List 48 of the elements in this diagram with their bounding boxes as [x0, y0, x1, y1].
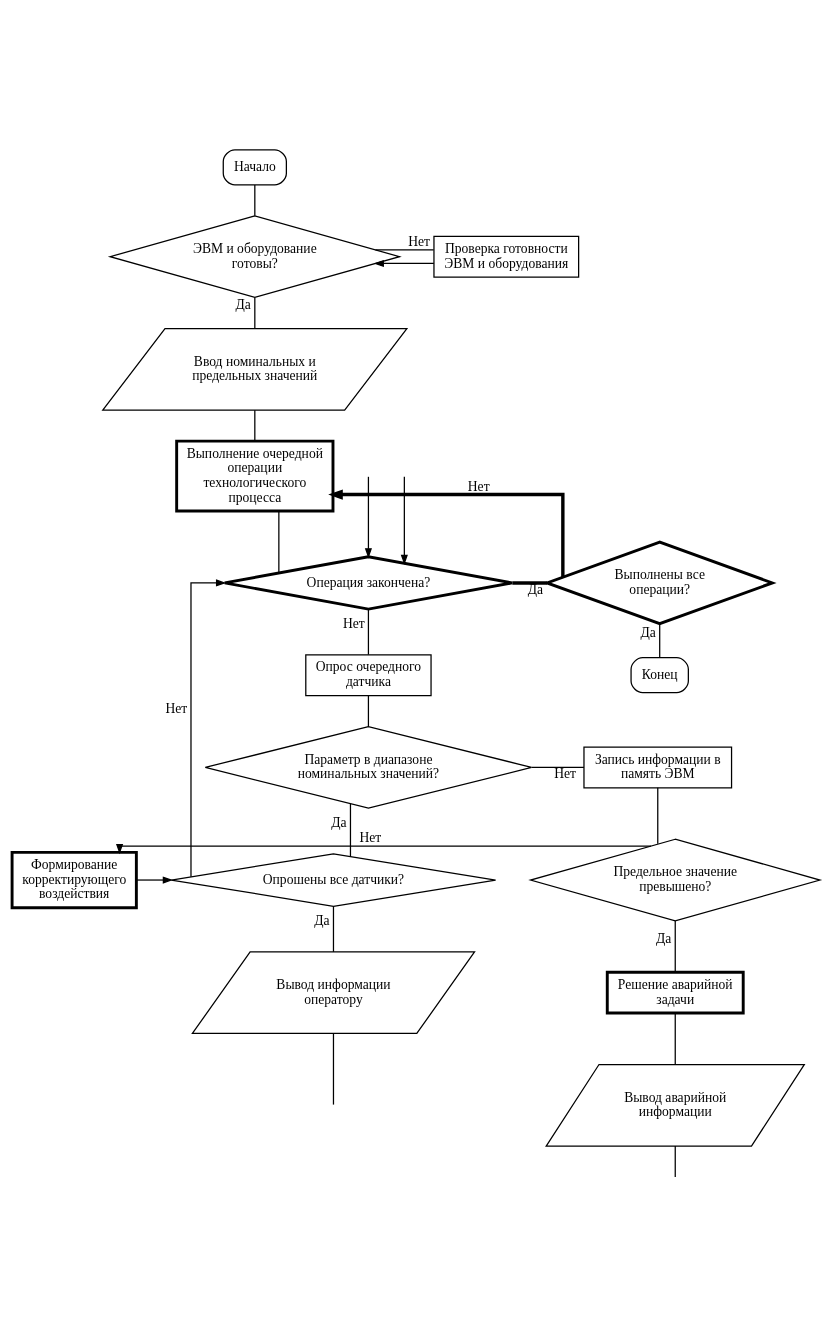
connector [512, 580, 547, 585]
node-box: Запись информации в память ЭВМ [583, 745, 733, 788]
edge-label: Нет [554, 765, 576, 781]
node-diamond: ЭВМ и оборудование готовы? [107, 214, 402, 298]
node-box: Опрос очередного датчика [305, 653, 432, 696]
edge-label: Нет [165, 700, 188, 716]
connector [332, 905, 335, 952]
connector [674, 1011, 676, 1065]
arrow [373, 259, 435, 267]
connector [254, 409, 256, 442]
edge-label: Да [527, 581, 544, 597]
node-diamond: Предельное значение превышено? [528, 838, 823, 921]
arrow [400, 475, 408, 565]
edge-label: Да [655, 930, 672, 946]
connector [674, 919, 676, 973]
edge-label: Нет [408, 233, 430, 249]
connector [374, 248, 435, 250]
connector [254, 183, 256, 216]
edge-label: Да [331, 814, 347, 829]
node-box: Конец [630, 656, 689, 693]
edge-label: Да [314, 912, 330, 928]
node-diamond: Параметр в диапазоне номинальных значений? [204, 725, 533, 809]
arrow [364, 475, 373, 558]
edge-label: Да [235, 296, 251, 312]
node-box: Выполнение очередной операции технологического процесса [175, 439, 335, 513]
connector [254, 296, 256, 329]
edge-label: Нет [359, 829, 382, 845]
connector [349, 802, 352, 857]
edge-label: Да [640, 624, 656, 640]
node-box: Проверка готовности ЭВМ и оборудования [433, 235, 580, 278]
arrow [136, 875, 174, 884]
connector [674, 1144, 676, 1178]
arrow [116, 843, 652, 854]
connector [531, 766, 585, 768]
connector [278, 509, 280, 574]
connector [367, 608, 370, 655]
arrow [328, 488, 565, 577]
edge-label: Нет [342, 615, 365, 631]
arrow [190, 578, 227, 877]
node-diamond: Опрошены все датчики? [170, 852, 497, 907]
connector [657, 786, 659, 844]
node-box: Начало [222, 148, 287, 185]
node-box: Решение аварийной задачи [605, 970, 745, 1014]
connector [367, 694, 370, 727]
connector [659, 622, 661, 658]
node-box: Формирование корректирующего воздействия [10, 850, 138, 909]
edge-label: Нет [467, 478, 490, 494]
connector [332, 1032, 335, 1105]
